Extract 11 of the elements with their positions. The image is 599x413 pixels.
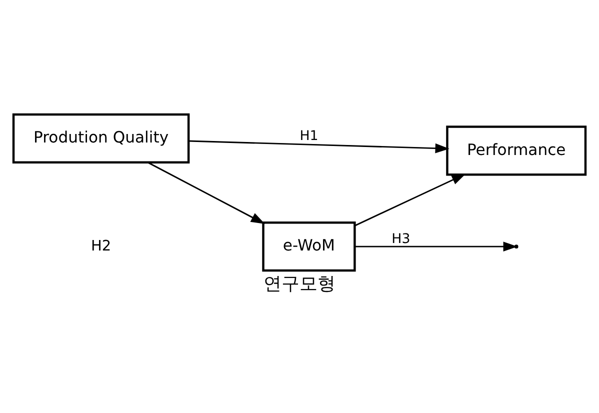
edge-label: H1 (300, 128, 318, 144)
node-box: e-WoM (262, 221, 356, 272)
edge-label: H3 (392, 231, 410, 246)
arrow (355, 241, 518, 251)
arrow (147, 161, 265, 224)
caption: 연구모형 (264, 272, 336, 294)
node-box: Performance (446, 125, 587, 176)
label: H2 (90, 238, 112, 254)
arrow (188, 140, 450, 153)
node-box: Prodution Quality (12, 112, 190, 164)
arrow (354, 173, 466, 226)
